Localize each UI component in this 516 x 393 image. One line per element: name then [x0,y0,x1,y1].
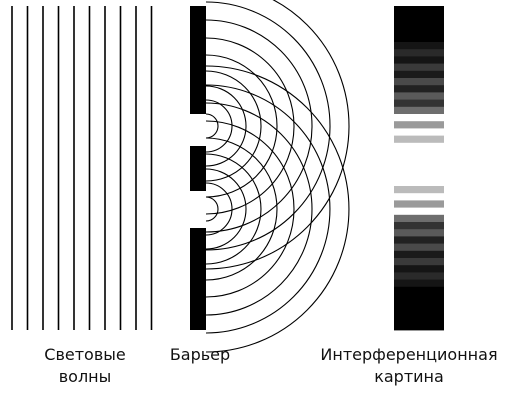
interference-stripe [394,49,444,57]
interference-stripe [394,236,444,244]
interference-stripe [394,186,444,194]
interference-stripe [394,99,444,108]
light-waves-label: Световые волны [20,344,150,388]
interference-stripe [394,20,444,28]
upper-slit-wavefront [205,0,350,270]
interference-stripe [394,121,444,129]
upper-slit-wavefront [205,19,313,233]
interference-stripe [394,70,444,79]
interference-stripe [394,258,444,266]
lower-slit-wavefront [205,102,313,316]
barrier-label-text: Барьер [169,345,231,364]
interference-stripe [394,200,444,208]
lower-slit-wavefront [205,137,278,281]
interference-stripe [394,207,444,216]
interference-stripe [394,272,444,280]
lower-slit-wavefront [205,182,233,236]
interference-stripe [394,286,444,295]
interference-stripe [394,222,444,230]
lower-slit-wavefront [205,84,331,334]
upper-slit-wavefront [205,99,233,153]
diffracted-wavefronts [205,0,350,353]
interference-stripe [394,171,444,180]
lower-slit-wavefront [205,120,295,298]
interference-stripe [394,250,444,259]
interference-stripe [394,13,444,21]
interference-stripe [394,135,444,144]
interference-stripe [394,114,444,122]
interference-pattern-label: Интерференционная картина [306,344,512,388]
interference-stripe [394,63,444,72]
interference-stripe [394,301,444,309]
interference-stripe [394,27,444,36]
interference-stripe [394,178,444,187]
interference-stripe [394,294,444,302]
interference-stripe [394,279,444,288]
interference-stripe [394,229,444,237]
interference-stripe [394,322,444,331]
interference-stripe [394,78,444,86]
lower-slit-wavefront [205,65,350,353]
interference-stripe [394,56,444,64]
interference-pattern-label-line2: картина [374,367,444,386]
barrier-segment [190,146,206,191]
light-waves-label-line2: волны [58,367,112,386]
lower-slit-wavefront [205,196,219,222]
interference-stripe [394,157,444,165]
barrier-label: Барьер [150,344,250,366]
light-waves-label-line1: Световые [44,345,126,364]
upper-slit-wavefront [205,70,262,182]
interference-stripe [394,265,444,273]
interference-stripe [394,308,444,316]
incident-light-waves [11,6,153,330]
interference-stripe [394,214,444,223]
interference-stripe [394,85,444,93]
upper-slit-wavefront [205,37,295,215]
lower-slit-wavefront [205,153,262,265]
upper-slit-wavefront [205,85,247,167]
interference-stripe [394,164,444,172]
interference-stripe [394,142,444,151]
barrier-segment [190,228,206,330]
interference-stripe [394,92,444,100]
lower-slit-wavefront [205,168,247,250]
interference-stripe [394,42,444,50]
interference-pattern [394,6,444,331]
interference-pattern-label-line1: Интерференционная [320,345,498,364]
interference-stripe [394,150,444,158]
interference-stripe [394,106,444,115]
interference-stripe [394,193,444,201]
interference-stripe [394,315,444,324]
interference-stripe [394,34,444,43]
barrier [190,6,206,330]
upper-slit-wavefront [205,113,219,139]
interference-stripe [394,243,444,252]
upper-slit-wavefront [205,54,278,198]
upper-slit-wavefront [205,1,331,251]
interference-stripe [394,128,444,136]
interference-stripe [394,6,444,14]
barrier-segment [190,6,206,114]
